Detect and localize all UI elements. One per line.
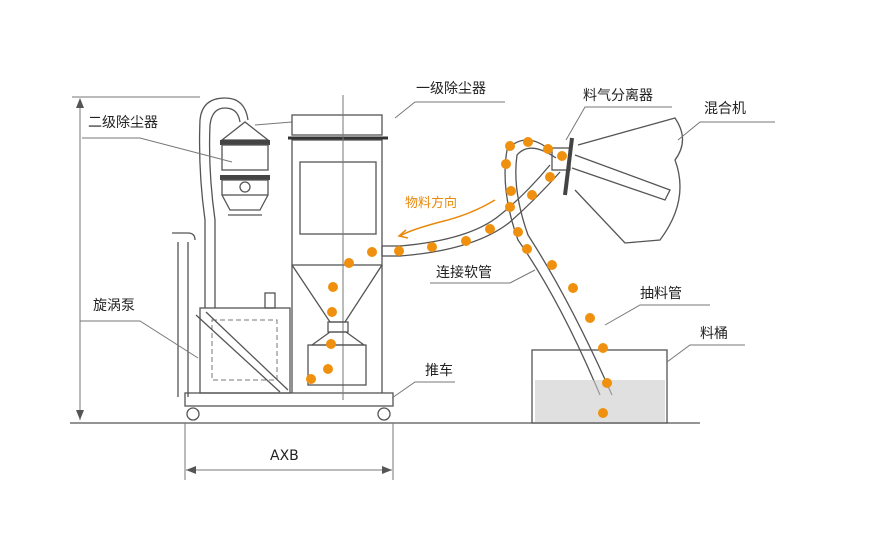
air-pipe: [198, 97, 249, 308]
material-direction-arrow: [399, 199, 496, 237]
suction-pipe: [504, 139, 601, 396]
mixer-label: 混合机: [704, 101, 746, 117]
material-air-separator: [551, 137, 671, 201]
width-dimension: [184, 423, 394, 480]
mixer: [574, 117, 684, 244]
secondary-dust-collector: [220, 121, 293, 216]
material-direction-label: 物料方向: [405, 195, 457, 211]
connecting-hose-label: 连接软管: [436, 264, 492, 281]
connecting-hose: [399, 164, 551, 247]
suction-pipe-label: 抽料管: [640, 286, 682, 302]
height-dimension: [72, 96, 200, 420]
vortex-pump-label: 旋涡泵: [93, 298, 135, 314]
leader-lines: [80, 101, 775, 399]
material-flow-dots: [306, 137, 612, 418]
primary-dust-collector-label: 一级除尘器: [416, 81, 486, 97]
material-air-separator-label: 料气分离器: [583, 87, 653, 104]
vortex-pump: [195, 292, 291, 394]
material-bucket-label: 料桶: [700, 326, 728, 342]
cart-label: 推车: [425, 362, 453, 379]
primary-dust-collector: [288, 95, 401, 400]
dimension-label: AXB: [270, 448, 299, 464]
secondary-dust-collector-label: 二级除尘器: [88, 115, 158, 131]
